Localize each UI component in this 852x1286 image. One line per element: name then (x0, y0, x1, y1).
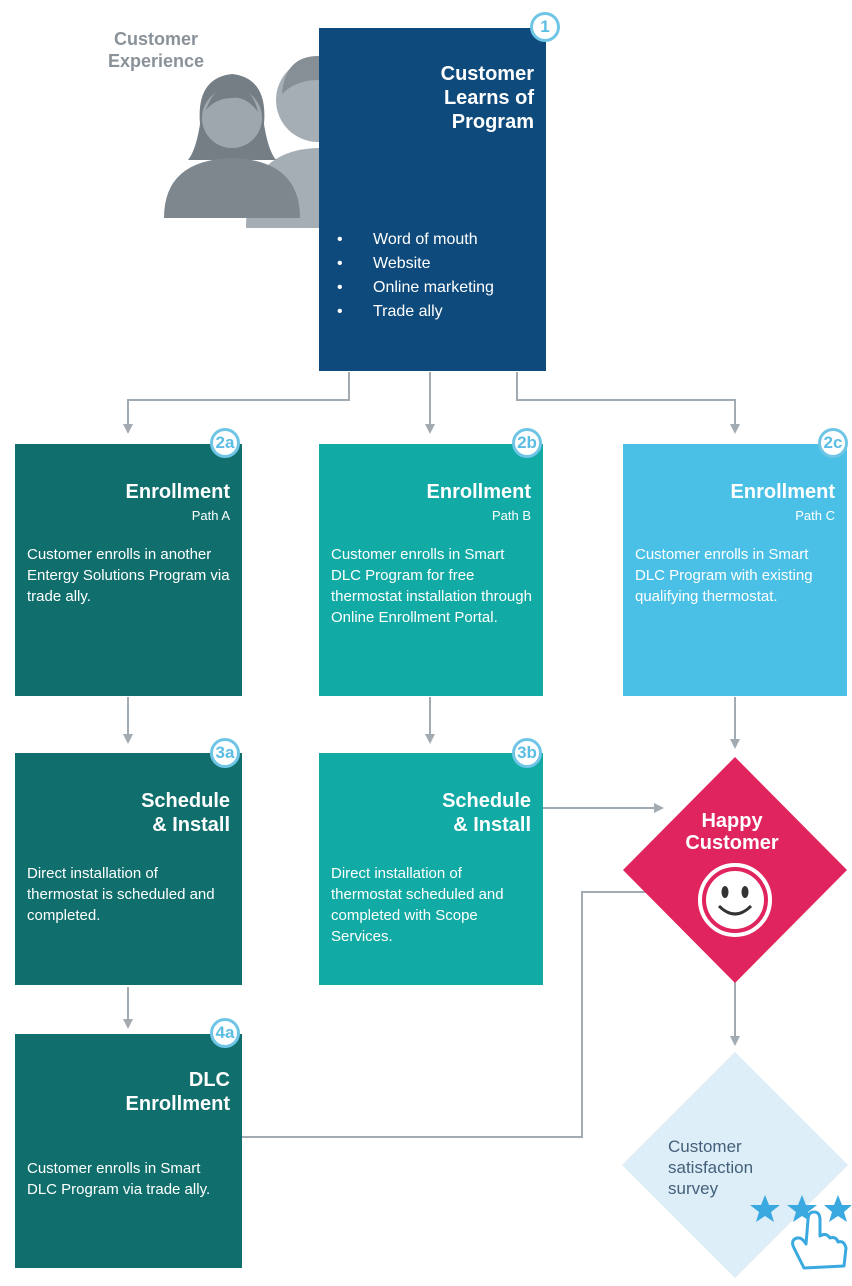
channel-item: Online marketing (333, 276, 494, 300)
survey-label: Customer satisfaction survey (668, 1137, 754, 1198)
step-3b-description: Direct installation of thermostat schedu… (331, 865, 504, 945)
step-2b-box: Enrollment Path B Customer enrolls in Sm… (319, 444, 543, 696)
channel-item: Trade ally (333, 300, 494, 324)
channel-item: Website (333, 252, 494, 276)
step-2a-box: Enrollment Path A Customer enrolls in an… (15, 444, 242, 696)
customer-experience-label: Customer Experience (108, 29, 205, 71)
channel-item: Word of mouth (333, 228, 494, 252)
step-1-box: Customer Learns of Program Word of mouth… (319, 28, 546, 371)
step-4a-box: DLC Enrollment Customer enrolls in Smart… (15, 1034, 242, 1268)
step-3b-badge: 3b (512, 738, 542, 768)
step-2c-badge: 2c (818, 428, 848, 458)
step-2a-title: Enrollment (125, 481, 230, 503)
step-2b-title: Enrollment (426, 481, 531, 503)
step-3b-box: Schedule & Install Direct installation o… (319, 753, 543, 985)
step-2c-subtitle: Path C (795, 508, 835, 523)
rating-stars-icon (750, 1195, 852, 1222)
step-1-badge: 1 (530, 12, 560, 42)
step-3a-badge: 3a (210, 738, 240, 768)
step-4a-badge: 4a (210, 1018, 240, 1048)
step-3a-description: Direct installation of thermostat is sch… (27, 865, 215, 924)
happy-customer-diamond (623, 757, 847, 983)
step-4a-title: DLC Enrollment (125, 1069, 230, 1115)
step-3a-title: Schedule & Install (141, 790, 230, 836)
connector-1-to-2a (123, 372, 350, 434)
step-2a-badge: 2a (210, 428, 240, 458)
connector-4a-to-happy (242, 887, 664, 1138)
step-2c-title: Enrollment (730, 481, 835, 503)
step-3a-box: Schedule & Install Direct installation o… (15, 753, 242, 985)
step-1-title: Customer Learns of Program (440, 63, 534, 133)
pointer-hand-icon (791, 1210, 848, 1270)
step-2c-box: Enrollment Path C Customer enrolls in Sm… (623, 444, 847, 696)
awareness-channel-list: Word of mouth Website Online marketing T… (333, 228, 494, 324)
step-2b-subtitle: Path B (491, 508, 531, 523)
connector-1-to-2c (516, 372, 740, 434)
step-2b-description: Customer enrolls in Smart DLC Program fo… (331, 546, 532, 626)
step-3b-title: Schedule & Install (442, 790, 531, 836)
step-4a-description: Customer enrolls in Smart DLC Program vi… (27, 1160, 211, 1198)
step-2a-description: Customer enrolls in another Entergy Solu… (27, 546, 230, 605)
happy-customer-label: Happy Customer (685, 810, 779, 854)
step-2b-badge: 2b (512, 428, 542, 458)
survey-diamond (622, 1052, 848, 1278)
step-2a-subtitle: Path A (191, 508, 230, 523)
step-2c-description: Customer enrolls in Smart DLC Program wi… (635, 546, 813, 605)
